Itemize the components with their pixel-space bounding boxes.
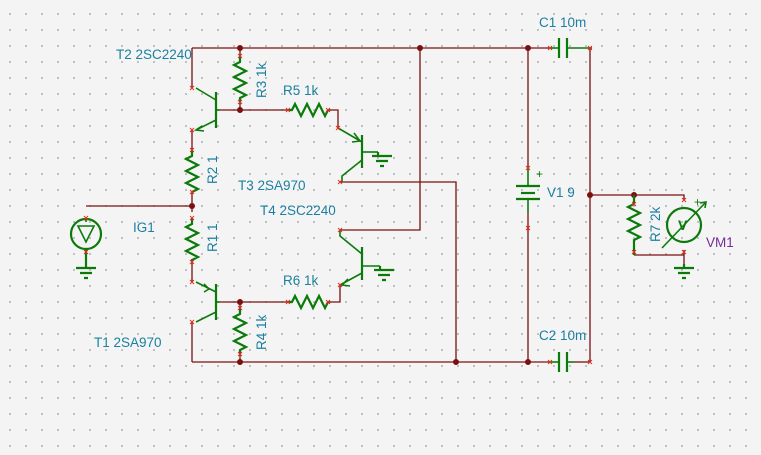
label-vm1: VM1 [706, 235, 734, 250]
label-r6: R6 1k [283, 273, 319, 288]
battery-plus-sign: + [536, 167, 543, 181]
label-r1: R1 1 [205, 223, 220, 252]
resistor-r5[interactable] [288, 101, 329, 119]
label-r2: R2 1 [205, 155, 220, 184]
meter-plus-sign: + [694, 195, 701, 209]
resistor-r6[interactable] [288, 293, 329, 311]
resistor-r4[interactable] [231, 308, 249, 354]
pin-markers [83, 45, 687, 365]
resistor-r2[interactable] [183, 150, 201, 193]
resistor-r3[interactable] [231, 56, 249, 102]
transistor-t2[interactable] [193, 87, 220, 132]
transistor-t4[interactable] [339, 230, 394, 287]
label-c2: C2 10m [539, 328, 586, 343]
label-ig1: IG1 [133, 220, 155, 235]
label-t4: T4 2SC2240 [260, 203, 336, 218]
label-t1: T1 2SA970 [94, 335, 162, 350]
label-r5: R5 1k [283, 83, 319, 98]
label-r4: R4 1k [254, 314, 269, 350]
resistor-r1[interactable] [183, 218, 201, 262]
label-v1: V1 9 [547, 185, 575, 200]
voltmeter-vm1[interactable] [661, 201, 707, 280]
wires [85, 47, 685, 363]
capacitor-c1[interactable] [550, 38, 590, 58]
capacitor-c2[interactable] [550, 352, 574, 372]
label-r3: R3 1k [254, 62, 269, 98]
label-t3: T3 2SA970 [238, 178, 306, 193]
meter-symbol: V [678, 217, 688, 233]
label-t2: T2 2SC2240 [116, 47, 192, 62]
battery-v1[interactable] [516, 168, 540, 212]
transistor-t1[interactable] [195, 281, 220, 323]
label-r7: R7 2k [648, 206, 663, 242]
label-c1: C1 10m [539, 15, 586, 30]
current-source-ig1[interactable] [69, 217, 103, 280]
junctions [189, 45, 637, 365]
resistor-r7[interactable] [625, 195, 643, 255]
transistor-t3[interactable] [337, 127, 392, 182]
